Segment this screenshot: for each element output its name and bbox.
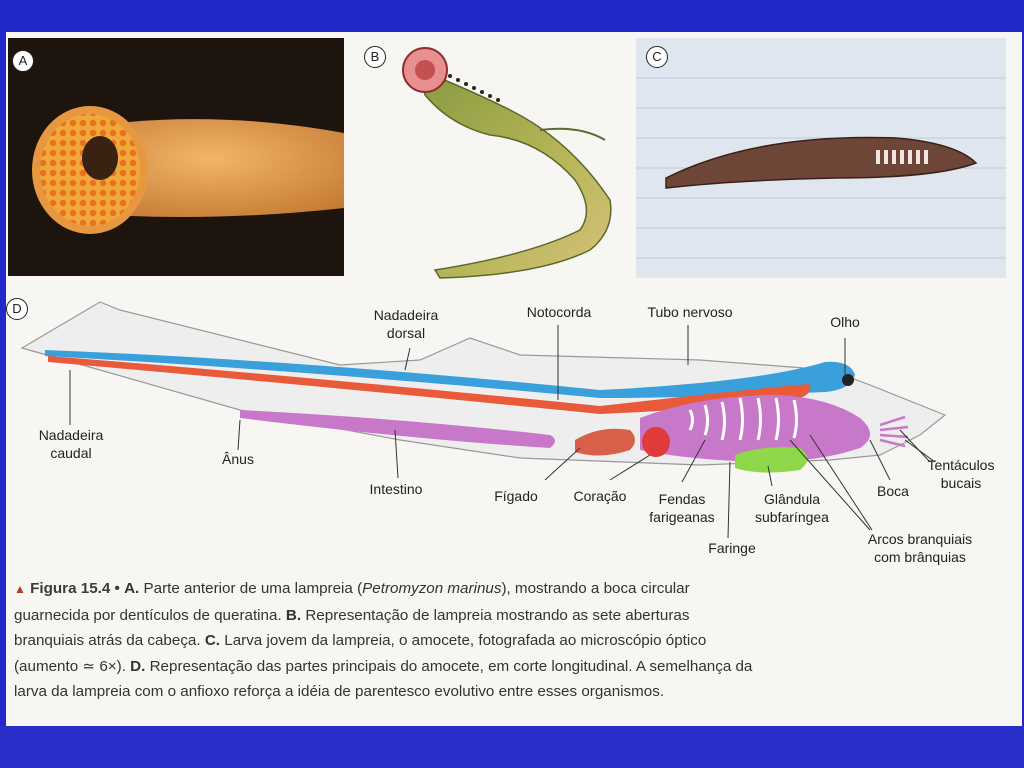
intestine <box>240 410 555 448</box>
caption-a-text-2: ), mostrando a boca circular guarnecida … <box>14 580 690 624</box>
caption-d-letter: D. <box>130 657 146 675</box>
label-glandula-subfaringea: Glândula subfaríngea <box>755 491 829 525</box>
panel-label-d: D <box>6 298 28 320</box>
photo-lamprey-mouth <box>8 38 344 276</box>
figure-caption: ▲ Figura 15.4 • A. Parte anterior de uma… <box>14 576 754 705</box>
subpharyngeal-gland <box>735 447 808 473</box>
caption-species: Petromyzon marinus <box>362 580 502 597</box>
slide-bottom-band <box>0 726 1024 768</box>
figure-label: Figura 15.4 • <box>30 580 120 597</box>
illustration-lamprey-adult <box>402 47 612 279</box>
label-nadadeira-dorsal: Nadadeira dorsal <box>373 307 439 341</box>
eye <box>842 374 854 386</box>
nerve-tube <box>45 350 855 398</box>
label-tubo-nervoso: Tubo nervoso <box>647 304 733 320</box>
caption-a-text-1: Parte anterior de uma lampreia ( <box>143 580 363 597</box>
caption-c-letter: C. <box>204 632 221 650</box>
caption-c-text: Larva jovem da lampreia, o amocete, foto… <box>14 632 707 675</box>
label-nadadeira-caudal: Nadadeira caudal <box>38 427 104 461</box>
liver <box>575 428 635 456</box>
label-intestino: Intestino <box>369 481 423 497</box>
panel-label-a: A <box>12 50 34 72</box>
panel-label-b: B <box>364 46 386 68</box>
caption-b-letter: B. <box>285 606 302 624</box>
label-anus: Ânus <box>222 451 254 467</box>
label-notocorda: Notocorda <box>526 304 592 320</box>
caption-d-text: Representação das partes principais do a… <box>14 657 753 701</box>
caption-triangle-icon: ▲ <box>14 582 26 596</box>
caption-b-text: Representação de lampreia mostrando as s… <box>14 606 690 650</box>
label-arcos-branquiais: Arcos branquiais com brânquias <box>867 531 973 565</box>
pharynx <box>640 395 870 462</box>
diagram-ammocoete <box>20 301 947 539</box>
heart <box>642 427 670 457</box>
label-fendas-farigeanas: Fendas farigeanas <box>649 491 715 525</box>
label-tentaculos-bucais: Tentáculos bucais <box>927 457 995 491</box>
micrograph-larva <box>636 38 1006 278</box>
panel-label-c: C <box>646 46 668 68</box>
caption-a-letter: A. <box>124 580 140 597</box>
label-figado: Fígado <box>494 488 538 504</box>
label-olho: Olho <box>830 314 860 330</box>
label-coracao: Coração <box>573 488 627 504</box>
label-boca: Boca <box>877 483 909 499</box>
label-faringe: Faringe <box>708 540 756 556</box>
